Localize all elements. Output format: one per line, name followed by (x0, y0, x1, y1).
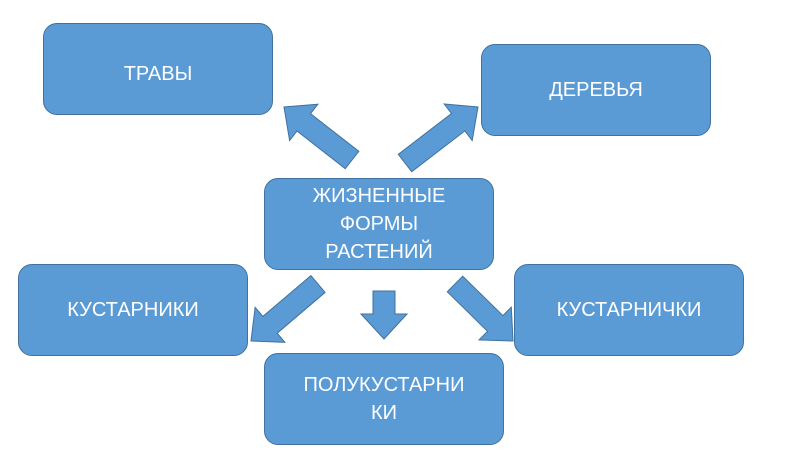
node-center: ЖИЗНЕННЫЕ ФОРМЫ РАСТЕНИЙ (264, 178, 494, 270)
arrow-to-trees-icon (397, 103, 479, 173)
center-line-3: РАСТЕНИЙ (325, 241, 433, 263)
node-shrubs-label: КУСТАРНИКИ (67, 299, 199, 321)
arrow-to-subshrubs-icon (359, 290, 409, 340)
node-herbs-label: ТРАВЫ (123, 63, 193, 85)
center-line-1: ЖИЗНЕННЫЕ (312, 185, 446, 207)
arrow-to-shrublets-icon (446, 275, 514, 342)
node-subshrubs-line-2: КИ (370, 402, 398, 424)
node-shrubs: КУСТАРНИКИ (18, 264, 248, 356)
node-subshrubs-line-1: ПОЛУКУСТАРНИ (303, 374, 465, 396)
node-shrublets: КУСТАРНИЧКИ (514, 264, 744, 356)
node-subshrubs: ПОЛУКУСТАРНИ КИ (264, 353, 504, 445)
node-herbs: ТРАВЫ (43, 23, 273, 115)
node-trees-label: ДЕРЕВЬЯ (549, 79, 643, 101)
arrow-to-herbs-icon (283, 103, 360, 170)
node-trees: ДЕРЕВЬЯ (481, 44, 711, 136)
center-line-2: ФОРМЫ (339, 213, 419, 235)
arrow-to-shrubs-icon (250, 274, 326, 343)
node-shrublets-label: КУСТАРНИЧКИ (556, 299, 702, 321)
